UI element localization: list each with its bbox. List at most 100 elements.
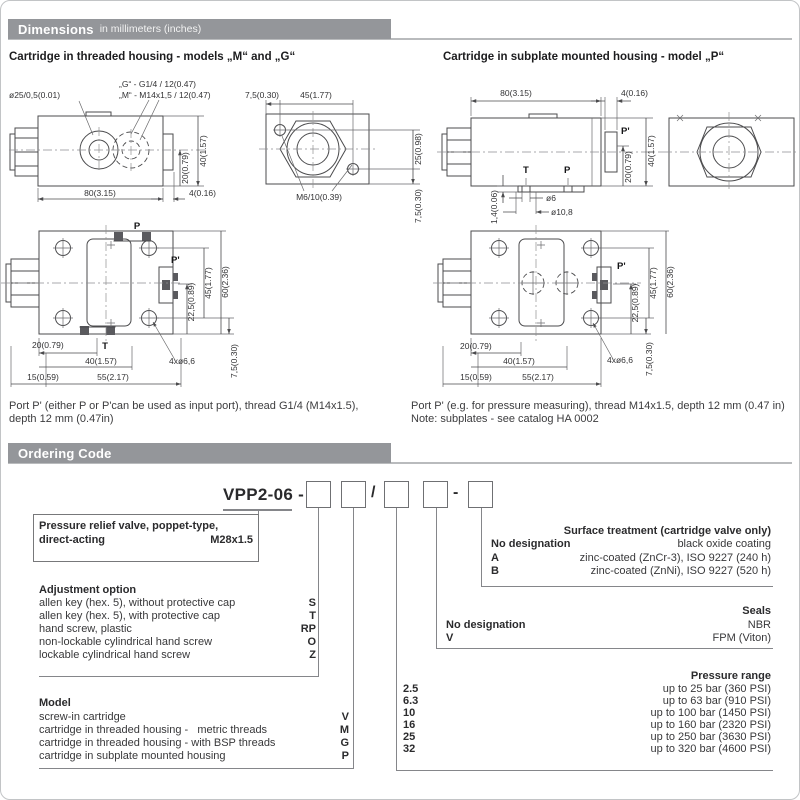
- product-line1: Pressure relief valve, poppet-type,: [39, 520, 219, 532]
- option-label: up to 160 bar (2320 PSI): [650, 719, 771, 731]
- code-box-surface: [468, 481, 493, 508]
- option-code: P: [341, 750, 349, 762]
- left-drawing-title: Cartridge in threaded housing - models „…: [9, 51, 296, 63]
- option-code: 2.5: [403, 683, 419, 695]
- section-rule-dimensions: [8, 38, 792, 40]
- dim-label: M6/10(0.39): [296, 192, 342, 202]
- option-row: allen key (hex. 5), without protective c…: [39, 597, 316, 610]
- option-row: hand screw, plastic RP: [39, 623, 316, 636]
- option-label: up to 250 bar (3630 PSI): [650, 731, 771, 743]
- drawing-subplate-side-view: P' T P 80(3.15) 4(0.16) 20(0.79) 40(1.57…: [437, 88, 663, 224]
- option-row: 2.5 up to 25 bar (360 PSI): [403, 683, 771, 695]
- connector-product: [258, 509, 259, 515]
- option-code: No designation: [446, 619, 526, 631]
- rule-pressure: [396, 770, 773, 771]
- drawing-threaded-side-view: ø25/0,5(0.01) „G“ - G1/4 / 12(0.47) „M“ …: [9, 79, 216, 202]
- dim-label: 25(0.98): [413, 133, 423, 165]
- option-row: cartridge in threaded housing - metric t…: [39, 724, 349, 737]
- dim-label: „M“ - M14x1,5 / 12(0.47): [119, 90, 211, 100]
- option-label: hand screw, plastic: [39, 623, 132, 635]
- option-code: B: [491, 565, 499, 577]
- product-line2: direct-acting: [39, 534, 106, 546]
- dim-label: 40(1.57): [503, 356, 535, 366]
- pressure-title: Pressure range: [690, 670, 771, 682]
- code-box-adjustment: [306, 481, 331, 508]
- option-label: up to 100 bar (1450 PSI): [650, 707, 771, 719]
- rule-seals: [436, 648, 773, 649]
- option-label: FPM (Viton): [712, 632, 771, 644]
- dim-label: 4(0.16): [189, 188, 216, 198]
- dim-label: 40(1.57): [85, 356, 117, 366]
- dim-label: 20(0.79): [623, 151, 633, 183]
- code-underline: [223, 509, 292, 511]
- option-row: 16 up to 160 bar (2320 PSI): [403, 719, 771, 731]
- port-label-p-prime: P': [621, 126, 630, 137]
- option-code: V: [341, 711, 349, 723]
- seals-title: Seals: [742, 605, 771, 617]
- dimensions-subtitle: in millimeters (inches): [99, 23, 202, 35]
- ordering-header-bar: Ordering Code: [8, 443, 391, 463]
- dim-label: 22,5(0.89): [630, 283, 640, 322]
- dim-label: 55(2.17): [97, 372, 129, 382]
- rule-adjustment: [39, 676, 319, 677]
- dimensions-title: Dimensions: [18, 21, 94, 37]
- dim-label: 1,4(0.06): [489, 190, 499, 224]
- dim-label: 45(1.77): [648, 267, 658, 299]
- code-box-pressure: [384, 481, 409, 508]
- option-code: A: [491, 551, 499, 564]
- dim-label: „G“ - G1/4 / 12(0.47): [119, 79, 196, 89]
- dim-label: 7,5(0.30): [245, 90, 279, 100]
- option-row: V FPM (Viton): [446, 632, 771, 645]
- dim-label: 55(2.17): [522, 372, 554, 382]
- connector-adjustment: [318, 508, 319, 677]
- dim-label: 4xø6,6: [169, 356, 195, 366]
- dim-label: 4xø6,6: [607, 355, 633, 365]
- option-code: V: [446, 632, 454, 644]
- option-code: No designation: [491, 538, 571, 550]
- option-code: RP: [300, 623, 316, 635]
- ordering-title: Ordering Code: [18, 445, 112, 461]
- dim-label: 7,5(0.30): [644, 342, 654, 376]
- connector-seals: [436, 508, 437, 649]
- adjustment-rows: allen key (hex. 5), without protective c…: [39, 597, 316, 662]
- rule-model: [39, 768, 354, 769]
- option-code: 16: [403, 719, 416, 731]
- option-code: M: [339, 724, 349, 736]
- dim-label: 4(0.16): [621, 88, 648, 98]
- dim-label: 22,5(0.89): [186, 282, 196, 321]
- dim-label: 40(1.57): [646, 135, 656, 167]
- option-label: lockable cylindrical hand screw: [39, 649, 191, 661]
- dim-label: 45(1.77): [300, 90, 332, 100]
- dimension-drawings: ø25/0,5(0.01) „G“ - G1/4 / 12(0.47) „M“ …: [1, 79, 799, 401]
- connector-pressure: [396, 508, 397, 771]
- option-row: 10 up to 100 bar (1450 PSI): [403, 707, 771, 719]
- option-label: allen key (hex. 5), with protective cap: [39, 610, 220, 622]
- drawing-subplate-end-view: [663, 112, 799, 192]
- option-code: O: [307, 636, 316, 648]
- dim-label: 60(2.36): [665, 266, 675, 298]
- port-label-t: T: [102, 341, 108, 352]
- dim-label: ø6: [546, 193, 556, 203]
- option-label: up to 25 bar (360 PSI): [662, 683, 771, 695]
- dimensions-header-bar: Dimensions in millimeters (inches): [8, 19, 391, 39]
- adjustment-title: Adjustment option: [39, 584, 137, 596]
- left-note: Port P' (either P or P'can be used as in…: [9, 400, 397, 426]
- port-label-p: P: [564, 165, 571, 176]
- dim-label: ø25/0,5(0.01): [9, 90, 60, 100]
- option-row: cartridge in threaded housing - with BSP…: [39, 737, 349, 750]
- option-label: zinc-coated (ZnNi), ISO 9227 (520 h): [590, 565, 771, 577]
- option-code: 10: [403, 707, 416, 719]
- dim-label: 7,5(0.30): [413, 189, 423, 223]
- section-rule-ordering: [8, 462, 792, 464]
